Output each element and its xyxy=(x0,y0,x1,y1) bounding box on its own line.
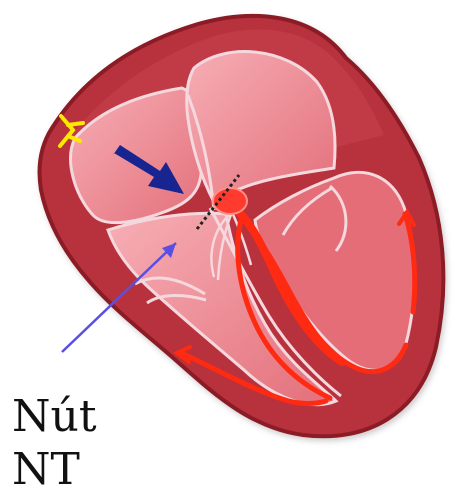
av-node xyxy=(213,188,247,214)
node-label-line-2: NT xyxy=(12,448,80,492)
node-label-line-1: Nút xyxy=(12,395,97,439)
